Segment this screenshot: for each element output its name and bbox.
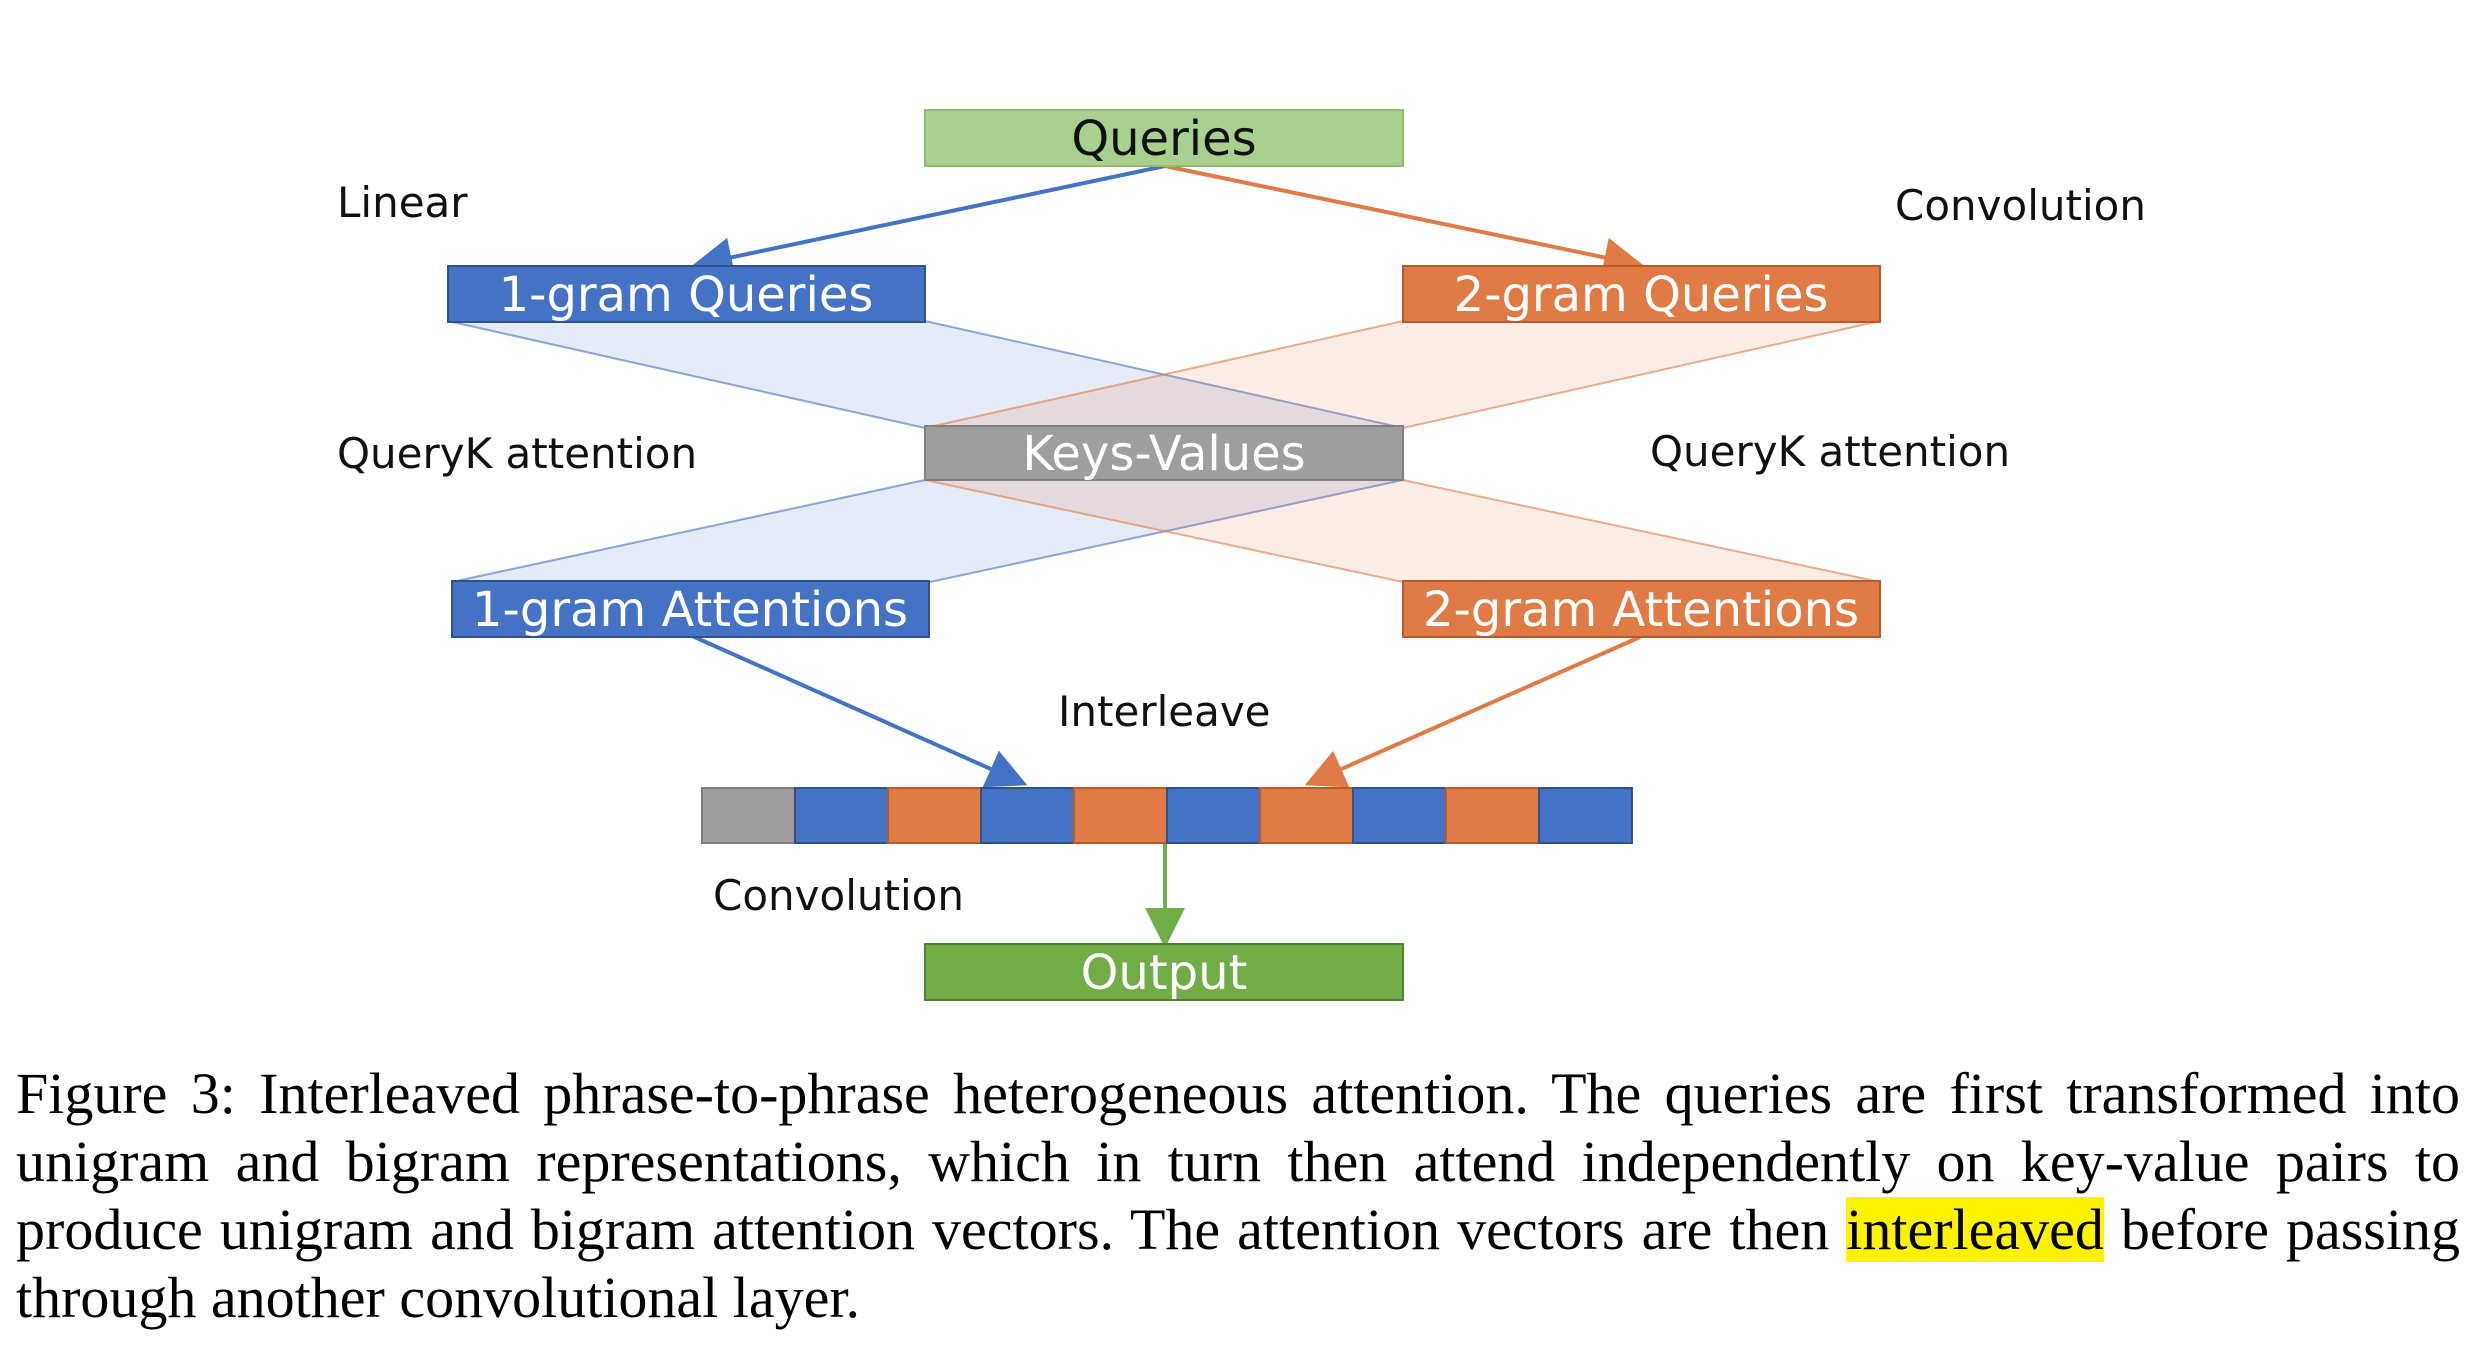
unigram-queries-label: 1-gram Queries	[499, 267, 874, 323]
caption-text-part1: Figure 3: Interleaved phrase-to-phrase h…	[16, 1061, 2460, 1262]
interleave-cell-blue	[1166, 787, 1261, 844]
caption-highlighted-word: interleaved	[1846, 1197, 2104, 1262]
unigram-interleave-arrow	[689, 633, 1028, 788]
output-box: Output	[924, 943, 1404, 1001]
unigram-queries-box: 1-gram Queries	[447, 265, 926, 323]
interleave-cell-blue	[980, 787, 1075, 844]
interleave-cell-orange	[1259, 787, 1354, 844]
queries-box: Queries	[924, 109, 1404, 167]
interleave-cell-blue	[1352, 787, 1447, 844]
keys-values-label: Keys-Values	[1022, 426, 1305, 482]
interleave-cell-orange	[1073, 787, 1168, 844]
convolution-bottom-label: Convolution	[713, 871, 964, 920]
caption-text-part2: before passing through another convoluti…	[16, 1197, 2460, 1330]
interleaved-sequence	[701, 787, 1633, 844]
queryk-left-label: QueryK attention	[337, 429, 697, 478]
keys-values-box: Keys-Values	[924, 425, 1404, 482]
queries-label: Queries	[1071, 111, 1256, 167]
convolution-top-label: Convolution	[1895, 181, 2146, 230]
queryk-right-label: QueryK attention	[1650, 427, 2010, 476]
bigram-interleave-arrow	[1304, 635, 1641, 788]
interleave-label: Interleave	[1058, 687, 1271, 736]
linear-label: Linear	[337, 178, 468, 227]
convolution-arrow	[1164, 164, 1644, 278]
bigram-attentions-label: 2-gram Attentions	[1423, 582, 1859, 638]
interleave-cell-gray	[701, 787, 796, 844]
interleave-cell-blue	[794, 787, 889, 844]
bigram-queries-label: 2-gram Queries	[1454, 267, 1829, 323]
unigram-attentions-box: 1-gram Attentions	[451, 580, 930, 638]
output-label: Output	[1081, 945, 1248, 1001]
bigram-queries-box: 2-gram Queries	[1402, 265, 1881, 323]
interleave-cell-orange	[1445, 787, 1540, 844]
figure-caption: Figure 3: Interleaved phrase-to-phrase h…	[16, 1060, 2460, 1332]
interleave-cell-blue	[1538, 787, 1633, 844]
linear-arrow	[692, 164, 1166, 277]
unigram-attentions-label: 1-gram Attentions	[472, 582, 908, 638]
interleave-cell-orange	[887, 787, 982, 844]
bigram-attentions-box: 2-gram Attentions	[1402, 580, 1881, 638]
